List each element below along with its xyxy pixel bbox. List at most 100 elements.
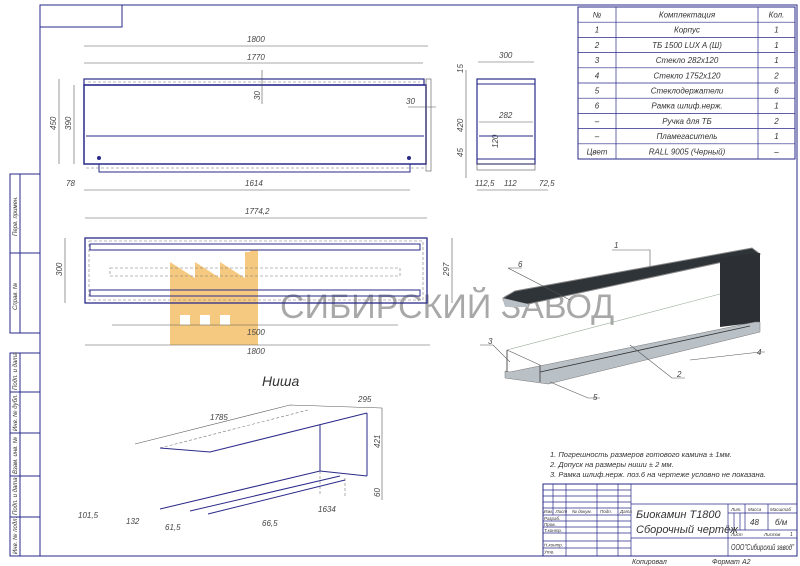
table-cell: 1 <box>595 26 599 35</box>
dim-label: 282 <box>498 111 513 120</box>
table-cell: 1 <box>774 132 778 141</box>
dim-label: 132 <box>126 517 140 526</box>
strip-label: Взам. инв. № <box>12 436 19 474</box>
dim-label: 1800 <box>247 347 265 356</box>
table-cell: 2 <box>594 41 600 50</box>
lit-label: Лит. <box>730 507 742 512</box>
table-header: Комплектация <box>659 11 716 20</box>
table-cell: 5 <box>595 87 600 96</box>
role-label: Н.контр. <box>544 543 563 548</box>
table-cell: 3 <box>595 56 600 65</box>
dim-label: 420 <box>456 118 465 132</box>
scale-label: Масштаб <box>770 507 791 512</box>
dim-label: 297 <box>442 262 451 277</box>
company-name: ООО"Сибирский завод" <box>731 543 795 552</box>
mass-label: Масса <box>748 507 762 512</box>
dim-label: 112,5 <box>475 179 495 188</box>
strip-label: Перв. примен. <box>13 196 19 236</box>
table-cell: Стекло 282х120 <box>656 56 719 65</box>
table-header: Кол. <box>769 11 785 20</box>
table-cell: 1 <box>774 56 778 65</box>
dim-label: 30 <box>253 91 262 100</box>
callout-label: 1 <box>614 241 618 250</box>
mass-value: 48 <box>750 518 759 527</box>
table-cell: ТБ 1500 LUX A (Ш) <box>652 41 722 50</box>
dim-label: 30 <box>406 97 415 106</box>
table-cell: Корпус <box>674 26 700 35</box>
strip-label: Подп. и дата <box>13 477 19 515</box>
dim-label: 450 <box>49 116 58 130</box>
table-cell: 2 <box>773 117 779 126</box>
strip-label: Подп. и дата <box>13 352 19 390</box>
table-cell: 6 <box>774 87 779 96</box>
role-label: Разраб. <box>544 516 560 521</box>
sheet-label: Лист <box>730 532 743 537</box>
sheets-value: 1 <box>790 532 793 538</box>
table-cell: Рамка шлиф.нерж. <box>651 102 722 111</box>
table-cell: – <box>594 117 600 126</box>
dim-label: 1500 <box>247 328 265 337</box>
side-view: 300 282 15 420 45 120 112,5 112 72,5 <box>456 51 555 191</box>
niche-title: Ниша <box>262 373 300 389</box>
table-cell: Стеклодержатели <box>651 87 724 96</box>
front-view: 1800 1770 30 30 450 390 78 1614 <box>49 35 436 191</box>
drawing-name: Биокамин Т1800 <box>636 509 722 521</box>
col-header: Изм. <box>544 509 554 514</box>
dim-label: 112 <box>504 179 517 188</box>
dim-label: 1634 <box>318 505 336 514</box>
format-label: Формат <box>712 559 740 566</box>
table-cell: RALL 9005 (Черный) <box>649 147 726 156</box>
dim-label: 390 <box>64 116 73 130</box>
table-cell: Ручка для ТБ <box>662 117 711 126</box>
top-left-stamp <box>39 4 123 28</box>
dim-label: 1614 <box>245 179 263 188</box>
sheets-label: Листов <box>763 532 781 537</box>
col-header: № докум. <box>572 509 592 514</box>
drawing-type: Сборочный чертёж <box>636 524 738 536</box>
dim-label: 45 <box>456 148 465 157</box>
strip-label: Справ. № <box>12 282 19 310</box>
dim-label: 61,5 <box>165 523 181 532</box>
callout-label: 6 <box>518 260 523 269</box>
isometric-view: 1 6 3 4 2 5 <box>480 241 765 402</box>
dim-label: 15 <box>456 64 465 73</box>
role-label: Пров. <box>544 522 556 527</box>
callout-label: 3 <box>488 337 493 346</box>
col-header: Лист <box>555 509 568 514</box>
callout-label: 4 <box>757 348 762 357</box>
table-cell: 4 <box>595 71 600 80</box>
dim-label: 66,5 <box>262 519 278 528</box>
strip-label: Инв. № подл. <box>12 517 19 554</box>
side-strip: Перв. примен. Справ. № Подп. и дата Инв.… <box>9 173 41 557</box>
table-cell: 1 <box>774 102 778 111</box>
strip-label: Инв. № дубл. <box>12 394 19 431</box>
note: 3. Рамка шлиф.нерж. поз.6 на чертеже усл… <box>550 470 766 479</box>
niche-view: Ниша 1785 295 421 60 1634 66,5 61,5 132 … <box>78 373 383 532</box>
table-cell: – <box>773 147 779 156</box>
title-block: Изм. Лист № докум. Подп. Дата Разраб. Пр… <box>542 483 798 566</box>
dim-label: 120 <box>491 134 500 148</box>
table-cell: 6 <box>595 102 600 111</box>
dim-label: 60 <box>373 488 382 497</box>
factory-logo-icon <box>170 250 258 345</box>
dim-label: 295 <box>357 395 372 404</box>
table-cell: Цвет <box>587 147 608 156</box>
table-cell: – <box>594 132 600 141</box>
callout-label: 2 <box>676 370 682 379</box>
note: 1. Погрешность размеров готового камина … <box>550 450 732 459</box>
dim-label: 300 <box>499 51 513 60</box>
col-header: Дата <box>619 509 632 514</box>
table-cell: Пламегаситель <box>656 132 717 141</box>
dim-label: 72,5 <box>539 179 555 188</box>
dim-label: 1800 <box>247 35 265 44</box>
table-cell: 1 <box>774 41 778 50</box>
copied-label: Копировал <box>632 559 667 566</box>
note: 2. Допуск на размеры ниши ± 2 мм. <box>549 460 674 469</box>
dim-label: 300 <box>55 262 64 276</box>
dim-label: 421 <box>373 435 382 448</box>
col-header: Подп. <box>600 509 612 514</box>
role-label: Утв. <box>544 550 554 555</box>
scale-value: б/м <box>775 518 788 527</box>
